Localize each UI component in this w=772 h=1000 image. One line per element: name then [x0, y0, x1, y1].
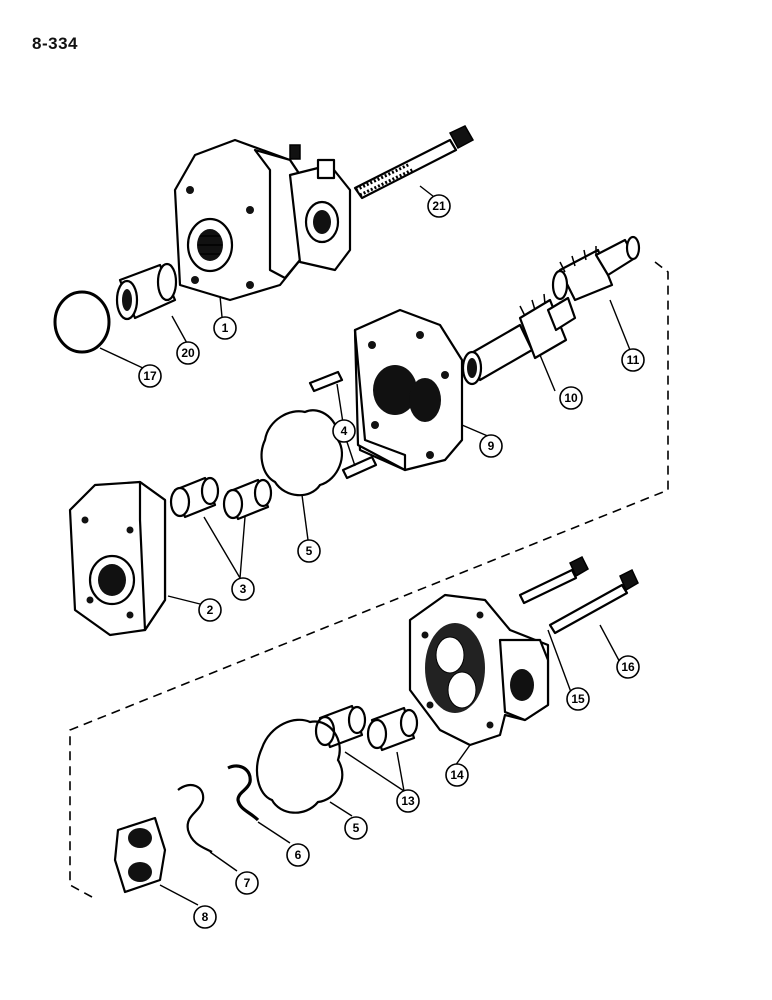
pump-body [408, 593, 550, 747]
dowel-pins [308, 370, 378, 480]
callout-4: 4 [332, 419, 356, 443]
callout-9: 9 [479, 434, 503, 458]
svg-text:11: 11 [627, 353, 640, 367]
callout-5-upper: 5 [297, 539, 321, 563]
callout-21: 21 [427, 194, 451, 218]
svg-text:5: 5 [353, 821, 360, 835]
sleeve [115, 262, 178, 321]
callout-2: 2 [198, 598, 222, 622]
svg-text:17: 17 [143, 369, 157, 383]
svg-text:8: 8 [202, 910, 209, 924]
svg-text:13: 13 [401, 794, 415, 808]
callout-3: 3 [231, 577, 255, 601]
bolts [518, 555, 639, 635]
callout-5-lower: 5 [344, 816, 368, 840]
svg-text:21: 21 [432, 199, 446, 213]
svg-text:5: 5 [306, 544, 313, 558]
svg-text:9: 9 [488, 439, 495, 453]
callout-14: 14 [445, 763, 469, 787]
svg-text:10: 10 [564, 391, 578, 405]
svg-text:16: 16 [621, 660, 635, 674]
bushings-upper [169, 476, 273, 521]
gasket-lower [255, 718, 344, 814]
callout-6: 6 [286, 843, 310, 867]
leader-lines [99, 185, 631, 906]
page-number: 8-334 [32, 34, 78, 53]
end-cover [68, 480, 167, 637]
svg-text:1: 1 [222, 321, 229, 335]
pump-assembly [173, 138, 352, 302]
svg-text:2: 2 [207, 603, 214, 617]
gear-shaft-large [461, 293, 577, 386]
callout-20: 20 [176, 341, 200, 365]
gasket-upper [260, 409, 344, 497]
callout-8: 8 [193, 905, 217, 929]
svg-text:3: 3 [240, 582, 247, 596]
callout-11: 11 [621, 348, 645, 372]
svg-text:4: 4 [341, 424, 348, 438]
callout-7: 7 [235, 871, 259, 895]
wear-plate [113, 816, 167, 894]
plate [353, 308, 464, 472]
svg-text:15: 15 [571, 692, 585, 706]
callout-16: 16 [616, 655, 640, 679]
callout-17: 17 [138, 364, 162, 388]
backup-ring [177, 783, 213, 853]
callout-13: 13 [396, 789, 420, 813]
o-ring [53, 290, 111, 354]
callout-1: 1 [213, 316, 237, 340]
callout-15: 15 [566, 687, 590, 711]
dashed-boundary [69, 261, 669, 898]
svg-text:20: 20 [181, 346, 195, 360]
gear-shaft-small [551, 235, 641, 302]
svg-text:7: 7 [244, 876, 251, 890]
svg-text:14: 14 [450, 768, 464, 782]
seal [227, 764, 260, 822]
callout-10: 10 [559, 386, 583, 410]
long-bolt [353, 125, 475, 200]
bushings-lower [314, 704, 419, 752]
svg-text:6: 6 [295, 848, 302, 862]
